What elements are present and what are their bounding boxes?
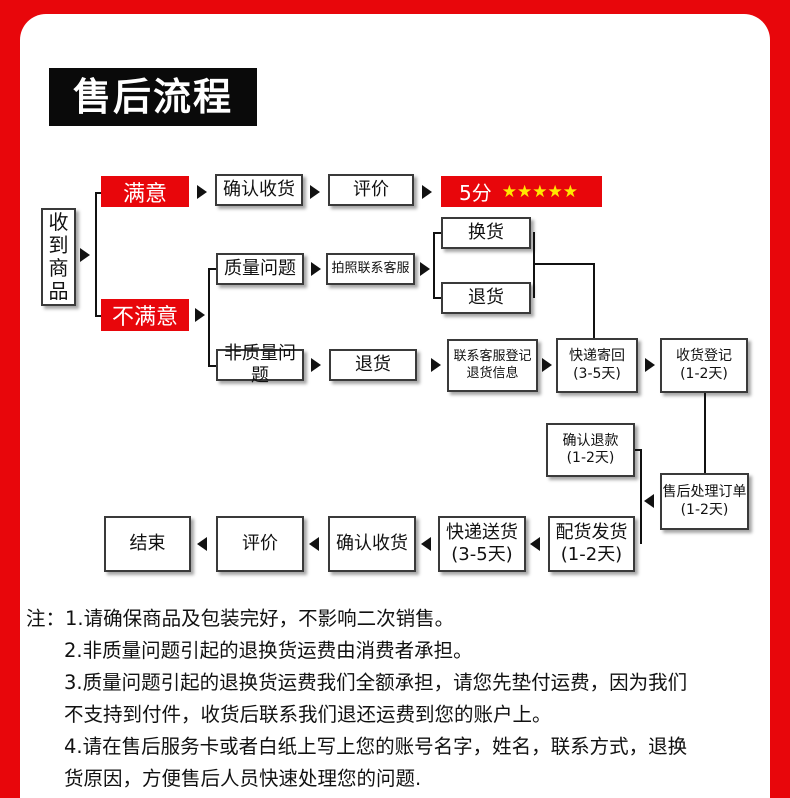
- arrow-left-icon: [197, 537, 207, 551]
- note-line: 2.非质量问题引起的退换货运费由消费者承担。: [64, 639, 473, 662]
- contact-register-line: 联系客服登记: [453, 349, 532, 365]
- arrow-right-icon: [80, 248, 90, 262]
- contact-register-box: 联系客服登记 退货信息: [447, 339, 538, 392]
- page-title: 售后流程: [49, 68, 257, 126]
- connector-line: [635, 449, 642, 451]
- process-order-box: 售后处理订单 (1-2天): [660, 473, 749, 530]
- receive-char: 收: [48, 210, 69, 234]
- ship-goods-line: 配货发货: [555, 521, 628, 543]
- ship-goods-line: (1-2天): [560, 544, 623, 565]
- arrow-right-icon: [195, 308, 205, 322]
- express-delivery-line: 快递送货: [446, 521, 518, 543]
- exchange-box: 换货: [441, 217, 531, 249]
- arrow-right-icon: [311, 262, 321, 276]
- receipt-register-line: 收货登记: [676, 348, 732, 364]
- arrow-right-icon: [542, 358, 552, 372]
- confirm-refund-box: 确认退款 (1-2天): [546, 423, 635, 477]
- express-return-line: (3-5天): [573, 365, 621, 382]
- receive-char: 商: [48, 256, 69, 280]
- satisfied-label: 满意: [101, 176, 189, 207]
- rating-badge: 5分 ★★★★★: [441, 176, 602, 207]
- notes-section: 注：1.请确保商品及包装完好，不影响二次销售。 2.非质量问题引起的退换货运费由…: [26, 603, 768, 795]
- note-line: 4.请在售后服务卡或者白纸上写上您的账号名字，姓名，联系方式，退换: [64, 735, 688, 758]
- note-line: 注：1.请确保商品及包装完好，不影响二次销售。: [26, 607, 455, 630]
- arrow-right-icon: [420, 262, 430, 276]
- connector-line: [704, 393, 706, 473]
- connector-line: [95, 315, 101, 317]
- arrow-left-icon: [309, 537, 319, 551]
- express-delivery-box: 快递送货 (3-5天): [438, 516, 526, 572]
- return-box: 退货: [441, 282, 531, 314]
- review-box: 评价: [328, 174, 414, 206]
- connector-line: [533, 263, 595, 265]
- unsatisfied-label: 不满意: [101, 299, 189, 331]
- connector-line: [640, 449, 642, 544]
- connector-line: [208, 365, 216, 367]
- non-quality-issue-box: 非质量问题: [216, 343, 304, 386]
- receive-char: 到: [48, 233, 69, 257]
- arrow-right-icon: [422, 185, 432, 199]
- process-order-line: (1-2天): [680, 501, 729, 518]
- end-box: 结束: [104, 516, 191, 572]
- express-delivery-line: (3-5天): [451, 544, 513, 565]
- arrow-right-icon: [197, 185, 207, 199]
- note-line: 不支持到付件，收货后联系我们退还运费到您的账户上。: [64, 703, 552, 726]
- review-box-2: 评价: [216, 516, 304, 572]
- connector-line: [95, 192, 97, 316]
- receive-goods-box: 收 到 商 品: [41, 208, 76, 306]
- return-box-2: 退货: [329, 349, 417, 381]
- confirm-refund-line: (1-2天): [566, 450, 615, 466]
- arrow-right-icon: [311, 358, 321, 372]
- connector-line: [208, 268, 210, 366]
- connector-line: [95, 192, 101, 194]
- quality-issue-box: 质量问题: [216, 253, 304, 285]
- connector-line: [208, 268, 216, 270]
- process-order-line: 售后处理订单: [662, 484, 747, 500]
- confirm-refund-line: 确认退款: [562, 432, 619, 449]
- note-line: 货原因，方便售后人员快速处理您的问题.: [64, 767, 422, 790]
- receipt-register-line: (1-2天): [680, 365, 728, 382]
- connector-line: [593, 263, 595, 338]
- connector-line: [433, 297, 441, 299]
- photo-contact-box: 拍照联系客服: [326, 253, 415, 285]
- arrow-left-icon: [421, 537, 431, 551]
- connector-line: [433, 232, 435, 298]
- confirm-receipt-box-2: 确认收货: [328, 516, 416, 572]
- arrow-right-icon: [431, 358, 441, 372]
- connector-line: [433, 232, 441, 234]
- confirm-receipt-box: 确认收货: [215, 174, 303, 206]
- receive-char: 品: [48, 279, 69, 303]
- express-return-box: 快递寄回 (3-5天): [556, 338, 638, 393]
- ship-goods-box: 配货发货 (1-2天): [548, 516, 635, 572]
- star-rating-icon: ★★★★★: [501, 181, 578, 202]
- connector-line: [533, 232, 535, 298]
- rating-score: 5分: [459, 181, 492, 205]
- receipt-register-box: 收货登记 (1-2天): [660, 338, 748, 393]
- arrow-left-icon: [644, 494, 654, 508]
- arrow-right-icon: [645, 358, 655, 372]
- contact-register-line: 退货信息: [466, 365, 519, 381]
- content-panel: [20, 14, 770, 798]
- note-line: 3.质量问题引起的退换货运费我们全额承担，请您先垫付运费，因为我们: [64, 671, 688, 694]
- arrow-right-icon: [310, 185, 320, 199]
- express-return-line: 快递寄回: [569, 348, 625, 364]
- arrow-left-icon: [530, 537, 540, 551]
